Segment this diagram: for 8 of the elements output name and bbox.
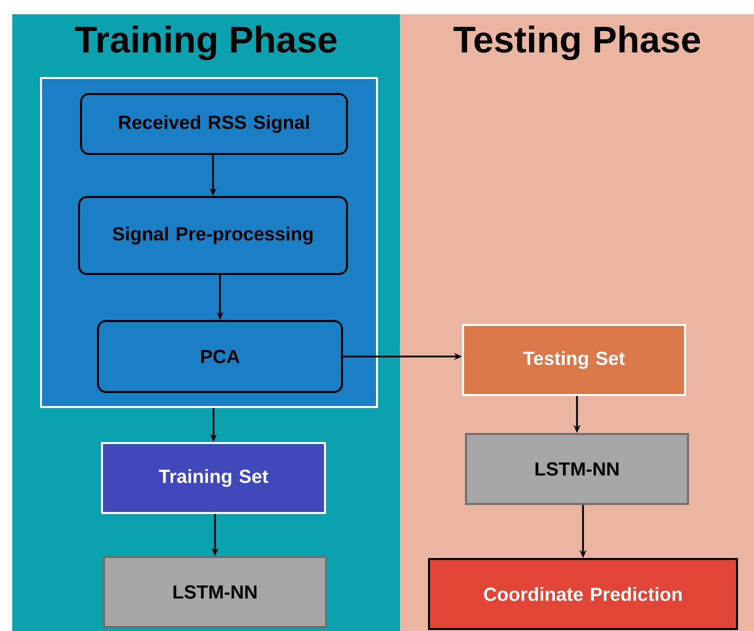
process-box: LSTM-NN (103, 556, 327, 628)
process-box: Coordinate Prediction (428, 558, 738, 630)
process-box: PCA (97, 320, 343, 393)
process-box: LSTM-NN (465, 433, 689, 505)
process-box: Testing Set (462, 324, 686, 396)
process-box: Signal Pre-processing (78, 196, 348, 275)
process-box: Training Set (101, 442, 326, 514)
process-box: Received RSS Signal (80, 93, 348, 155)
